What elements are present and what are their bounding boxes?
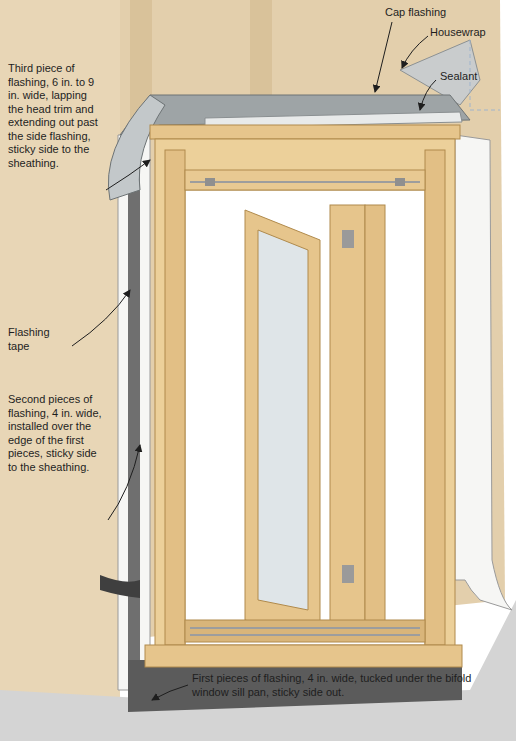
callout-label: Second pieces of flashing, 4 in. wide, i… [8, 393, 106, 474]
callout-label: Flashing tape [8, 326, 70, 353]
callout-label: Third piece of flashing, 6 in. to 9 in. … [8, 62, 104, 170]
callout-label: Housewrap [430, 26, 510, 40]
callout-label: First pieces of flashing, 4 in. wide, tu… [192, 672, 492, 699]
callout-label: Cap flashing [385, 6, 475, 20]
callout-label: Sealant [440, 70, 510, 84]
